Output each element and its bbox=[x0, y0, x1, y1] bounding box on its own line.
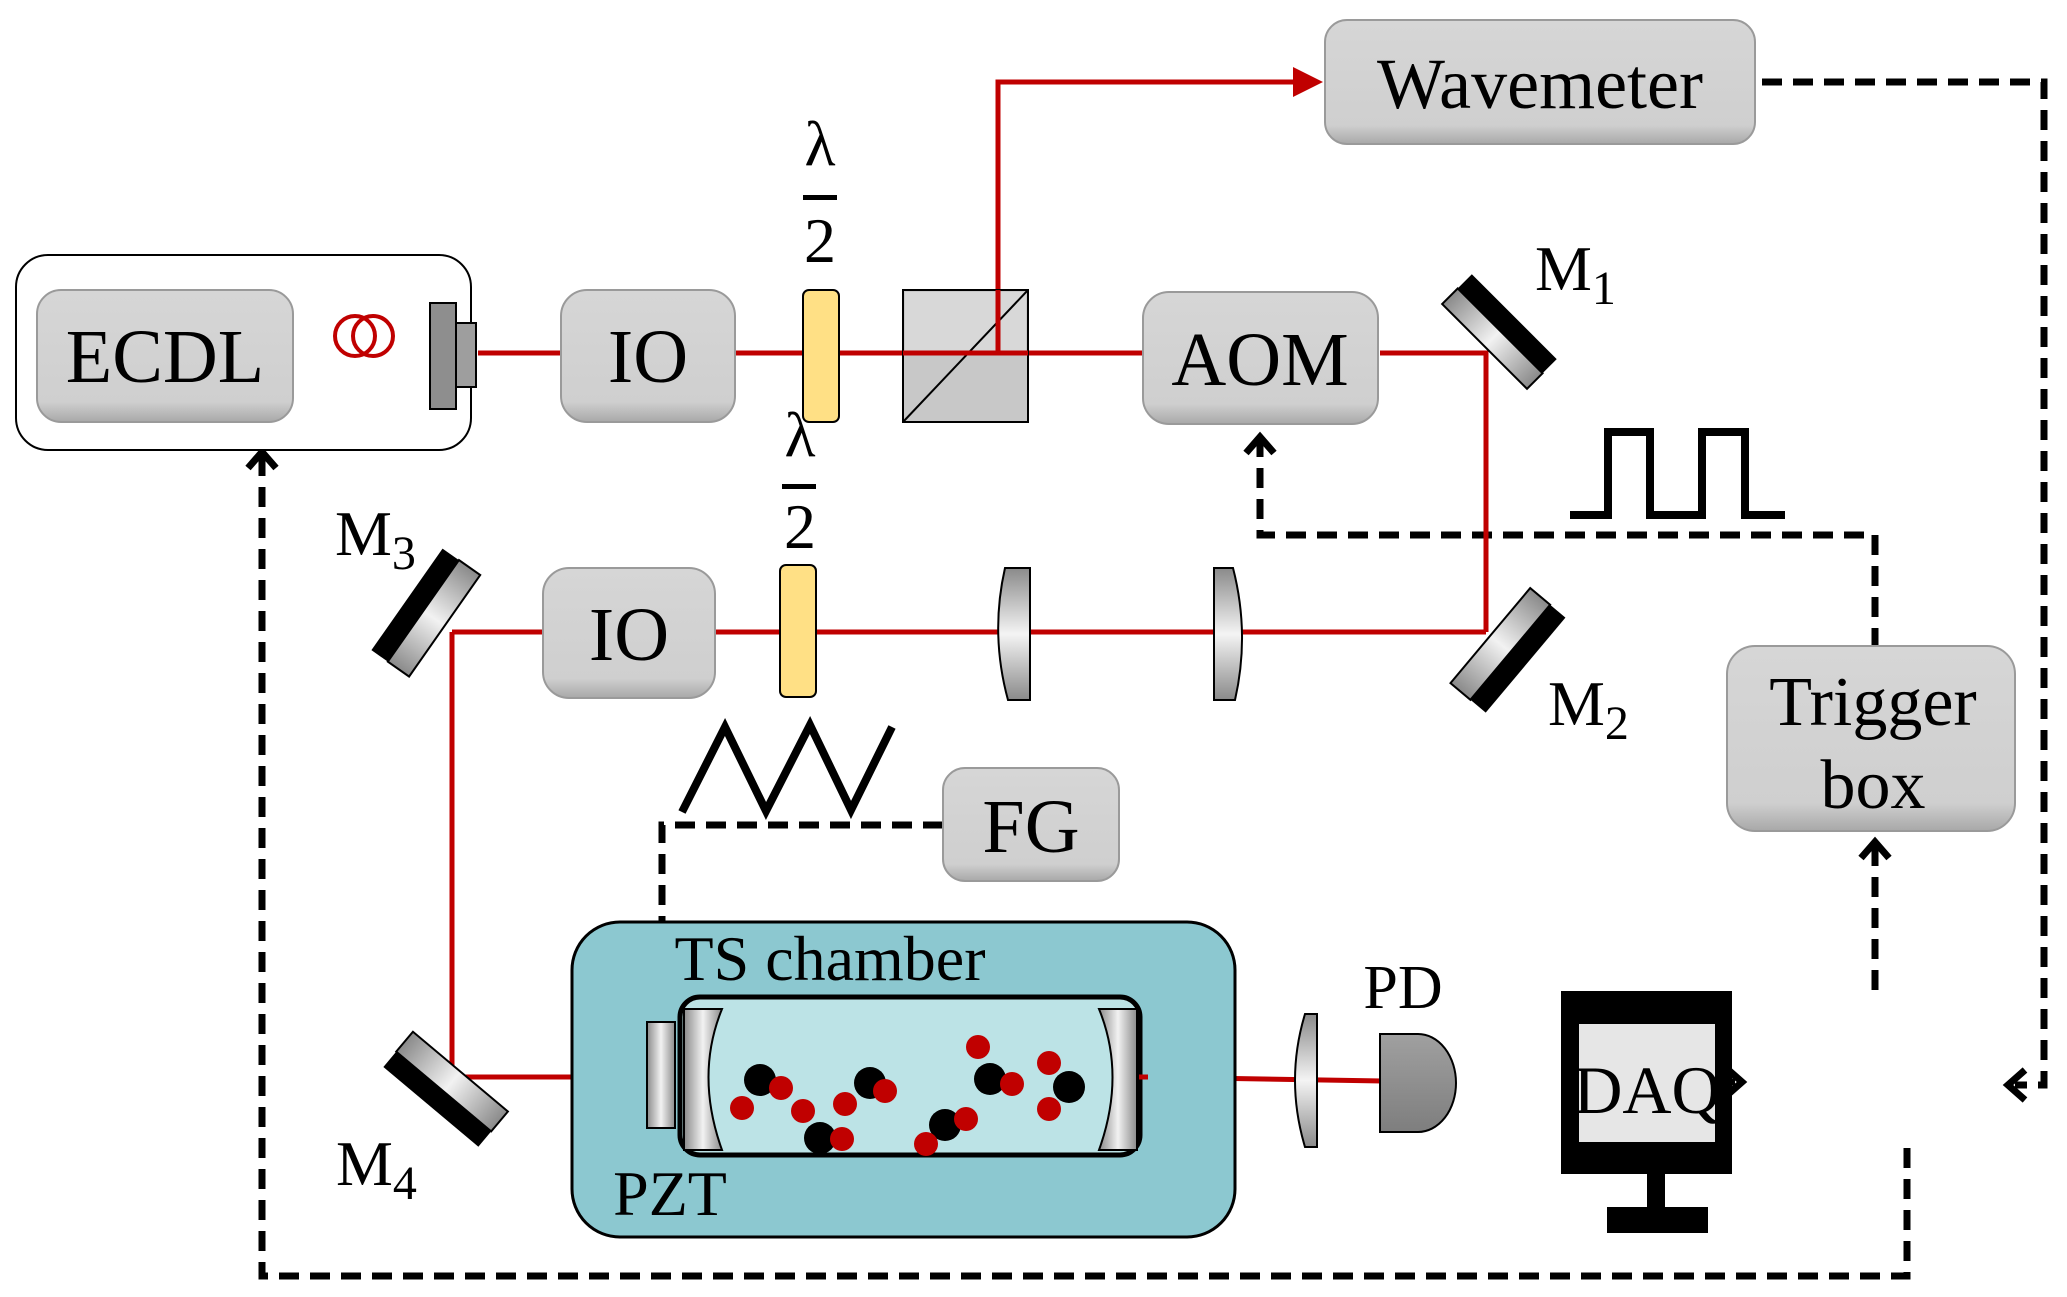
molecule-oxygen-atom bbox=[954, 1107, 978, 1131]
cavity-mirror-left bbox=[683, 1008, 724, 1151]
molecule-oxygen-atom bbox=[830, 1127, 854, 1151]
fg-label: FG bbox=[982, 785, 1079, 869]
waveplate-icon bbox=[802, 289, 840, 423]
molecule-oxygen-atom bbox=[914, 1132, 938, 1156]
function-generator-box[interactable]: FG bbox=[942, 767, 1120, 882]
trigger-to-aom-line bbox=[1256, 440, 1879, 648]
trigger-box-label-line2: box bbox=[1821, 747, 1926, 824]
molecule-oxygen-atom bbox=[833, 1092, 857, 1116]
half-wave-bottom-numerator: λ bbox=[784, 399, 815, 470]
mirror-m4 bbox=[383, 1030, 510, 1147]
monitor-screen bbox=[1579, 1024, 1715, 1142]
trigger-box-label-line1: Trigger bbox=[1769, 664, 1976, 741]
io-top-box[interactable]: IO bbox=[560, 289, 736, 423]
gas-molecules bbox=[730, 1035, 1085, 1156]
molecule-oxygen-atom bbox=[1000, 1072, 1024, 1096]
molecule-carbon-atom bbox=[744, 1064, 776, 1096]
half-wave-bottom-denominator: 2 bbox=[784, 491, 816, 562]
mirror-m1-label: M1 bbox=[1535, 233, 1616, 315]
wavemeter-label: Wavemeter bbox=[1377, 44, 1703, 124]
molecule-oxygen-atom bbox=[730, 1096, 754, 1120]
io-top-label: IO bbox=[608, 315, 688, 399]
beam-aom-to-m1-m2 bbox=[1380, 350, 1489, 632]
half-wave-plate-bottom[interactable]: λ 2 bbox=[779, 399, 817, 698]
mirror-m4-label: M4 bbox=[336, 1128, 417, 1210]
fraction-bar bbox=[803, 195, 837, 200]
monitor-stand bbox=[1647, 1174, 1665, 1207]
molecule-oxygen-atom bbox=[769, 1076, 793, 1100]
monitor-base bbox=[1607, 1207, 1708, 1233]
half-wave-plate-top[interactable]: λ 2 bbox=[802, 108, 840, 423]
fraction-bar bbox=[782, 484, 816, 489]
molecule-carbon-atom bbox=[929, 1109, 961, 1141]
daq-label: DAQ bbox=[1573, 1052, 1720, 1128]
lens-1 bbox=[997, 567, 1031, 701]
arrow-head-icon bbox=[245, 446, 279, 471]
mirror-m2 bbox=[1449, 586, 1566, 713]
ts-chamber-label: TS chamber bbox=[675, 923, 986, 994]
io-bottom-label: IO bbox=[589, 593, 669, 677]
molecule-oxygen-atom bbox=[873, 1079, 897, 1103]
aom-box[interactable]: AOM bbox=[1142, 291, 1379, 425]
aom-label: AOM bbox=[1171, 318, 1348, 402]
wavemeter-to-daq-line bbox=[1762, 78, 2048, 1089]
arrow-head-icon bbox=[1858, 836, 1892, 861]
mirror-m1 bbox=[1440, 274, 1557, 391]
ts-chamber[interactable]: TS chamber PZT bbox=[570, 920, 1237, 1239]
pulse-train-icon bbox=[1570, 428, 1785, 519]
molecule-oxygen-atom bbox=[966, 1035, 990, 1059]
molecule-carbon-atom bbox=[974, 1063, 1006, 1095]
arrow-head-icon bbox=[2002, 1067, 2028, 1103]
mirror-m2-label: M2 bbox=[1548, 668, 1629, 750]
molecule-oxygen-atom bbox=[1037, 1051, 1061, 1075]
mirror-m3 bbox=[371, 548, 482, 678]
fiber-coupler-icon bbox=[429, 302, 477, 410]
ecdl-box[interactable]: ECDL bbox=[36, 289, 294, 423]
half-wave-top-numerator: λ bbox=[804, 108, 835, 179]
molecule-oxygen-atom bbox=[791, 1099, 815, 1123]
io-bottom-box[interactable]: IO bbox=[542, 567, 716, 699]
wavemeter-box[interactable] bbox=[1324, 19, 1756, 145]
daq-to-ecdl-line bbox=[258, 455, 1911, 1280]
half-wave-top-denominator: 2 bbox=[804, 205, 836, 276]
mirror-m3-label: M3 bbox=[335, 498, 416, 580]
molecule-oxygen-atom bbox=[1037, 1097, 1061, 1121]
daq-monitor[interactable]: DAQ bbox=[1561, 991, 1732, 1233]
arrow-head-icon bbox=[1243, 431, 1277, 456]
cavity-mirror-right bbox=[1097, 1008, 1138, 1151]
pzt-actuator bbox=[646, 1021, 676, 1129]
molecule-carbon-atom bbox=[804, 1122, 836, 1154]
trigger-box[interactable]: Trigger box bbox=[1726, 645, 2016, 832]
ecdl-label: ECDL bbox=[66, 315, 264, 399]
photodetector-icon[interactable] bbox=[1379, 1033, 1457, 1133]
waveplate-icon bbox=[779, 564, 817, 698]
beam-pbs-to-wavemeter bbox=[995, 67, 1323, 353]
beam-splitter-cube bbox=[902, 289, 1029, 423]
molecule-carbon-atom bbox=[1053, 1071, 1085, 1103]
fiber-coil-icon bbox=[333, 314, 395, 358]
lens-3 bbox=[1294, 1013, 1318, 1148]
lens-2 bbox=[1213, 567, 1243, 701]
pd-label: PD bbox=[1363, 954, 1442, 1022]
triangle-wave-icon bbox=[678, 716, 896, 820]
pzt-label: PZT bbox=[613, 1158, 727, 1229]
